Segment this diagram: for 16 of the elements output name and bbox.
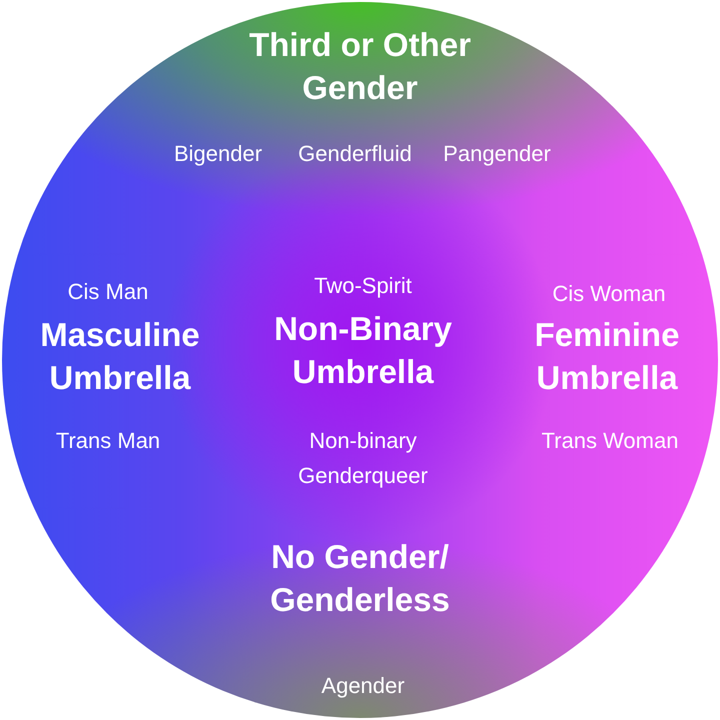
category-heading: Third or Other Gender bbox=[248, 25, 472, 108]
term-label: Cis Woman bbox=[552, 280, 666, 308]
term-label: Cis Man bbox=[68, 278, 148, 306]
term-label: Two-Spirit bbox=[314, 272, 412, 300]
term-label: Genderfluid bbox=[298, 140, 412, 168]
term-label: Trans Woman bbox=[542, 427, 678, 454]
term-label: Trans Man bbox=[56, 427, 160, 454]
term-label: Pangender bbox=[443, 140, 551, 168]
term-label: Agender bbox=[321, 672, 405, 700]
category-heading: Non-Binary Umbrella bbox=[273, 309, 453, 392]
term-label: Bigender bbox=[174, 140, 262, 168]
term-label: Genderqueer bbox=[298, 462, 428, 490]
term-label: Non-binary bbox=[309, 427, 417, 454]
category-heading: Masculine Umbrella bbox=[39, 315, 201, 398]
category-heading: No Gender/ Genderless bbox=[269, 537, 451, 620]
category-heading: Feminine Umbrella bbox=[534, 315, 680, 398]
